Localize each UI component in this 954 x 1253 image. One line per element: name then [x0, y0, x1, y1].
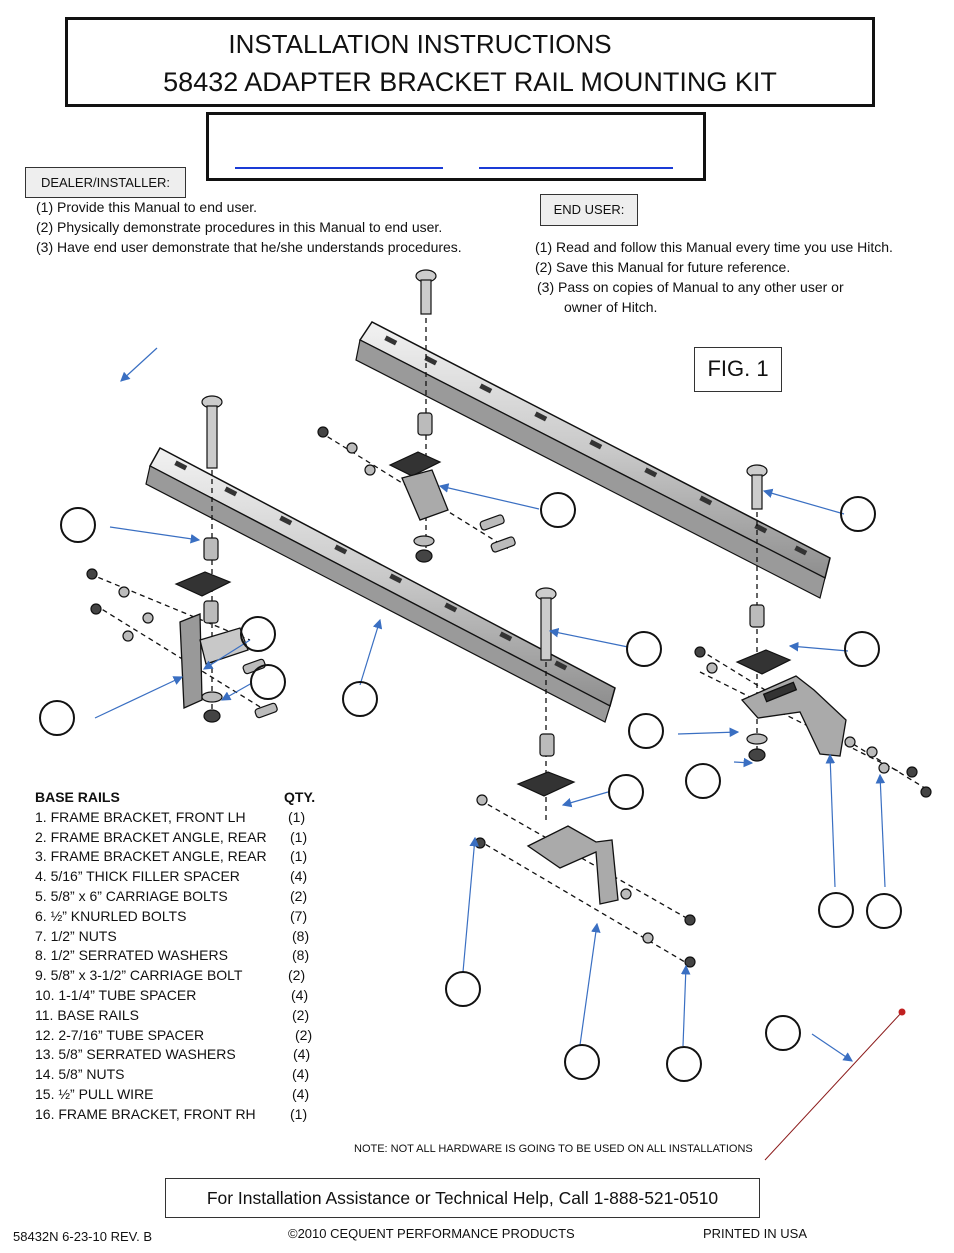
figure-label: FIG. 1 — [694, 347, 782, 392]
part-qty: (7) — [290, 907, 308, 924]
part-qty: (8) — [292, 947, 310, 964]
link-underline-1[interactable] — [235, 167, 443, 169]
part-qty: (1) — [288, 808, 306, 825]
link-underline-2[interactable] — [479, 167, 673, 169]
callout-arrows — [94, 347, 886, 1062]
part-name: 9. 5/8” x 3-1/2” CARRIAGE BOLT — [35, 967, 243, 984]
adapter-bracket-upper — [401, 469, 449, 521]
parts-header-name: BASE RAILS — [35, 789, 120, 805]
part-qty: (4) — [293, 1046, 311, 1063]
part-name: 14. 5/8” NUTS — [35, 1066, 125, 1083]
copyright: ©2010 CEQUENT PERFORMANCE PRODUCTS — [288, 1226, 575, 1241]
frame-bracket-front-rh — [740, 675, 847, 757]
parts-header-qty: QTY. — [284, 789, 316, 805]
pull-wire-end — [898, 1008, 906, 1016]
part-qty: (1) — [290, 848, 308, 865]
hardware-note: NOTE: NOT ALL HARDWARE IS GOING TO BE US… — [354, 1143, 753, 1155]
part-name: 16. FRAME BRACKET, FRONT RH — [35, 1105, 256, 1122]
part-qty: (2) — [292, 1006, 310, 1023]
title-line-1: INSTALLATION INSTRUCTIONS — [228, 29, 612, 59]
part-qty: (4) — [291, 986, 309, 1003]
part-name: 5. 5/8” x 6” CARRIAGE BOLTS — [35, 887, 228, 904]
callout-circles — [39, 492, 902, 1082]
part-name: 6. ½” KNURLED BOLTS — [35, 907, 187, 924]
dealer-item-1: (1) Provide this Manual to end user. — [36, 199, 258, 215]
part-name: 12. 2-7/16” TUBE SPACER — [35, 1026, 205, 1043]
part-qty: (2) — [288, 967, 306, 984]
part-name: 4. 5/16” THICK FILLER SPACER — [35, 868, 240, 885]
part-name: 10. 1-1/4” TUBE SPACER — [35, 986, 197, 1003]
link-box — [206, 112, 706, 181]
dealer-item-2: (2) Physically demonstrate procedures in… — [36, 219, 443, 235]
part-qty: (2) — [290, 887, 308, 904]
part-qty: (1) — [290, 828, 308, 845]
doc-code: 58432N 6-23-10 REV. B — [13, 1229, 153, 1244]
end-user-item-3: (3) Pass on copies of Manual to any othe… — [537, 279, 844, 295]
part-name: 3. FRAME BRACKET ANGLE, REAR — [35, 848, 267, 865]
part-name: 13. 5/8” SERRATED WASHERS — [35, 1046, 236, 1063]
pull-wire — [764, 1011, 903, 1161]
end-user-item-1: (1) Read and follow this Manual every ti… — [535, 239, 893, 255]
technical-help-box: For Installation Assistance or Technical… — [165, 1178, 760, 1218]
carriage-bolts — [201, 269, 768, 661]
part-qty: (4) — [292, 1085, 310, 1102]
end-user-item-4: owner of Hitch. — [564, 299, 658, 315]
base-rail-upper — [355, 321, 831, 599]
part-qty: (2) — [295, 1026, 313, 1043]
hardware-parts — [86, 412, 932, 968]
dealer-installer-label: DEALER/INSTALLER: — [25, 167, 186, 198]
part-name: 1. FRAME BRACKET, FRONT LH — [35, 808, 246, 825]
base-rail-lower — [145, 446, 616, 723]
part-qty: (8) — [292, 927, 310, 944]
part-name: 11. BASE RAILS — [35, 1006, 140, 1023]
part-qty: (1) — [290, 1105, 308, 1122]
part-name: 8. 1/2” SERRATED WASHERS — [35, 947, 228, 964]
frame-bracket-rear-lower — [526, 825, 619, 905]
end-user-label: END USER: — [540, 194, 638, 226]
part-name: 7. 1/2” NUTS — [35, 927, 117, 944]
title-box: INSTALLATION INSTRUCTIONS 58432 ADAPTER … — [65, 17, 875, 107]
part-name: 15. ½” PULL WIRE — [35, 1085, 154, 1102]
end-user-item-2: (2) Save this Manual for future referenc… — [535, 259, 791, 275]
title-line-2: 58432 ADAPTER BRACKET RAIL MOUNTING KIT — [163, 67, 777, 97]
part-name: 2. FRAME BRACKET ANGLE, REAR — [35, 828, 267, 845]
assembly-dash-lines — [89, 318, 929, 966]
part-qty: (4) — [290, 868, 308, 885]
dealer-item-3: (3) Have end user demonstrate that he/sh… — [36, 239, 462, 255]
part-qty: (4) — [292, 1066, 310, 1083]
printed-in: PRINTED IN USA — [703, 1226, 808, 1241]
